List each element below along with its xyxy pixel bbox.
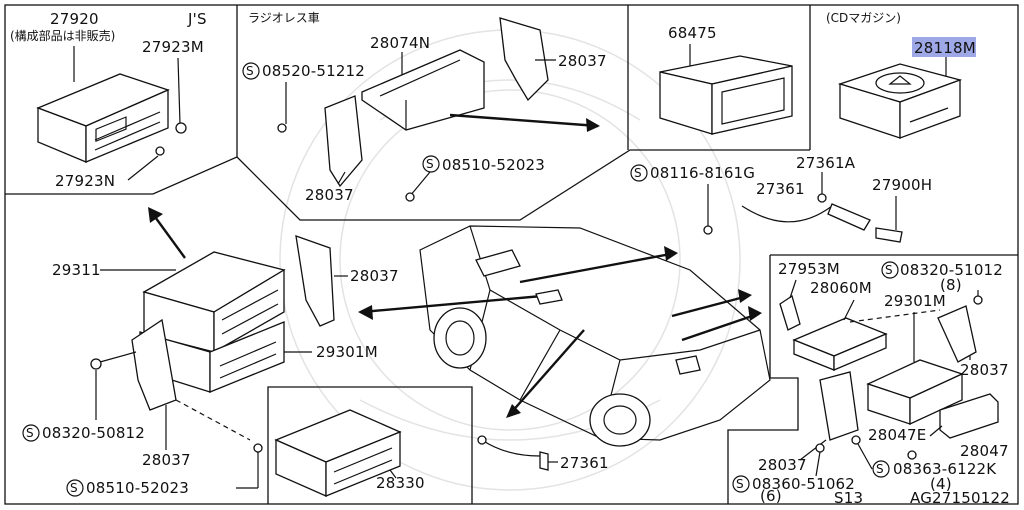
label-27361-b[interactable]: 27361 (560, 454, 609, 472)
panel-27920: 27920 J'S (構成部品は非販売) 27923M 27923N (10, 10, 207, 190)
label-js: J'S (187, 10, 207, 28)
label-qty-8: (8) (940, 276, 962, 294)
label-28060m[interactable]: 28060M (810, 279, 872, 297)
label-28037-f[interactable]: 28037 (758, 456, 807, 474)
label-08320-51012[interactable]: 08320-51012 (900, 261, 1003, 279)
panel-cd-magazine: (CDマガジン) 28118M (826, 11, 976, 139)
bracket-28037-e (937, 305, 977, 363)
group-antenna-lower: 27361 (477, 435, 609, 472)
label-27953m[interactable]: 27953M (778, 260, 840, 278)
label-28047e[interactable]: 28047E (868, 426, 926, 444)
label-model-s13: S13 (834, 489, 863, 507)
clip-27953m (779, 294, 801, 331)
panel-28330: 28330 (274, 409, 425, 497)
car-outline (419, 225, 771, 447)
bracket-28074n (361, 49, 485, 131)
label-29301m-b[interactable]: 29301M (884, 292, 946, 310)
panel-radioless: ラジオレス車 28074N S 08520-51212 28037 28037 … (242, 11, 607, 204)
label-qty-6: (6) (760, 487, 782, 505)
screw-callout-08520: S 08520-51212 (242, 62, 365, 124)
label-27900h[interactable]: 27900H (872, 176, 932, 194)
label-08520-51212[interactable]: 08520-51212 (262, 62, 365, 80)
screw-27923m (175, 122, 187, 134)
label-28037-b[interactable]: 28037 (305, 186, 354, 204)
label-qty-4: (4) (930, 475, 952, 493)
bracket-28037-f (819, 371, 859, 441)
label-28037-d[interactable]: 28037 (142, 451, 191, 469)
screw-symbol: S (426, 157, 434, 171)
label-28037-a[interactable]: 28037 (558, 52, 607, 70)
bracket-28037-right (499, 17, 549, 102)
label-29311[interactable]: 29311 (52, 261, 101, 279)
label-diagram-code: AG27150122 (910, 489, 1010, 507)
label-08116-8161g[interactable]: 08116-8161G (650, 164, 755, 182)
label-radioless: ラジオレス車 (248, 11, 320, 25)
label-27923m[interactable]: 27923M (142, 38, 204, 56)
screw-symbol: S (26, 426, 34, 440)
head-unit-27920 (36, 73, 170, 163)
label-27920-note: (構成部品は非販売) (10, 28, 115, 43)
screw-symbol: S (70, 481, 78, 495)
label-08510-52023-b[interactable]: 08510-52023 (86, 479, 189, 497)
panel-68475: 68475 (659, 24, 793, 135)
label-08360-51062[interactable]: 08360-51062 (752, 475, 855, 493)
bracket-28037-d (131, 318, 177, 411)
label-28074n[interactable]: 28074N (370, 34, 430, 52)
label-68475[interactable]: 68475 (668, 24, 717, 42)
label-27361-a[interactable]: 27361 (756, 180, 805, 198)
label-27920[interactable]: 27920 (50, 10, 99, 28)
label-28047[interactable]: 28047 (960, 442, 1009, 460)
label-28330[interactable]: 28330 (376, 474, 425, 492)
screw-27923n (155, 146, 165, 156)
group-antenna-cable: S 08116-8161G 27361A 27361 27900H (519, 154, 932, 284)
frame-lines (4, 4, 1019, 505)
label-27361a[interactable]: 27361A (796, 154, 856, 172)
screw-symbol: S (246, 64, 254, 78)
group-29311: 29311 29301M S 08320-50812 28037 S 08510… (22, 207, 543, 497)
bracket-28037-left (324, 95, 363, 188)
screw-callout-08510-a: S 08510-52023 (409, 155, 545, 197)
screw-symbol: S (876, 462, 884, 476)
highlight-28118m (912, 37, 976, 57)
panel-right-bottom: 27953M S 08320-51012 (8) 28060M 29301M 2… (732, 260, 1009, 505)
cover-28047 (939, 393, 999, 439)
screw-symbol: S (736, 477, 744, 491)
label-29301m-a[interactable]: 29301M (316, 343, 378, 361)
label-08510-52023-a[interactable]: 08510-52023 (442, 156, 545, 174)
label-28118m[interactable]: 28118M (914, 39, 976, 57)
label-cd-magazine: (CDマガジン) (826, 11, 901, 25)
label-08320-50812[interactable]: 08320-50812 (42, 424, 145, 442)
label-28037-e[interactable]: 28037 (960, 361, 1009, 379)
label-08363-6122k[interactable]: 08363-6122K (893, 460, 997, 478)
label-27923n[interactable]: 27923N (55, 172, 115, 190)
bracket-28037-c (295, 235, 335, 327)
screw-symbol: S (885, 263, 893, 277)
screw-symbol: S (634, 166, 642, 180)
label-28037-c[interactable]: 28037 (350, 267, 399, 285)
